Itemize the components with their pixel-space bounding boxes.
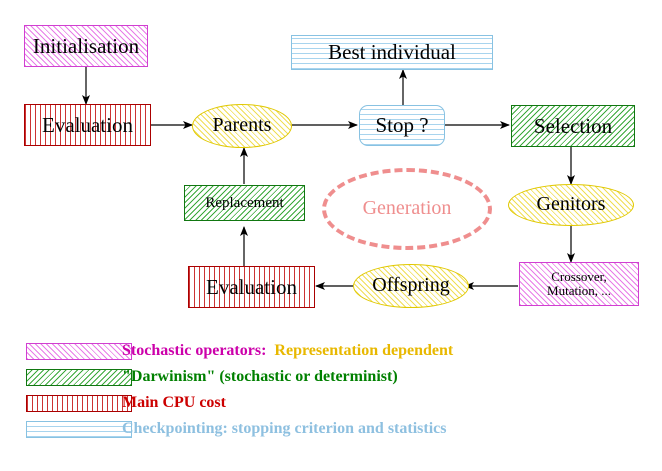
node-evaluation-top-label: Evaluation	[42, 112, 133, 137]
legend-row-darwinism: "Darwinism" (stochastic or determinist)	[0, 364, 662, 390]
legend-text-primary: Stochastic operators:	[122, 342, 267, 359]
node-selection-label: Selection	[533, 113, 613, 138]
legend-row-main-cpu-cost: Main CPU cost	[0, 390, 662, 416]
node-stop-label: Stop ?	[375, 113, 429, 138]
node-initialisation[interactable]: Initialisation	[24, 25, 148, 67]
node-crossover-mutation[interactable]: Crossover, Mutation, ...	[519, 262, 639, 306]
legend-label-darwinism: "Darwinism" (stochastic or determinist)	[122, 368, 398, 386]
node-selection[interactable]: Selection	[511, 105, 635, 147]
node-evaluation-bottom[interactable]: Evaluation	[188, 266, 315, 308]
node-evaluation-top[interactable]: Evaluation	[24, 104, 151, 146]
node-parents-label: Parents	[212, 114, 272, 137]
node-evaluation-bottom-label: Evaluation	[206, 274, 297, 299]
node-replacement-label: Replacement	[205, 194, 284, 211]
legend-swatch-magenta-diagonal-hatch	[26, 342, 132, 360]
node-offspring-label: Offspring	[372, 274, 450, 297]
legend-text-primary: "Darwinism" (stochastic or determinist)	[122, 368, 398, 385]
legend-swatch-blue-horizontal-hatch	[26, 420, 132, 438]
node-parents[interactable]: Parents	[192, 104, 292, 148]
node-genitors[interactable]: Genitors	[508, 184, 634, 226]
node-generation-label: Generation	[362, 197, 452, 220]
legend-swatch-red-vertical-hatch	[26, 394, 132, 412]
node-best-individual[interactable]: Best individual	[291, 35, 493, 70]
legend-label-stochastic-operators: Stochastic operators: Representation dep…	[122, 342, 453, 360]
node-generation-loop: Generation	[322, 168, 492, 250]
node-stop[interactable]: Stop ?	[359, 105, 445, 146]
legend-label-main-cpu-cost: Main CPU cost	[122, 394, 226, 412]
legend-row-checkpointing: Checkpointing: stopping criterion and st…	[0, 416, 662, 442]
legend: Stochastic operators: Representation dep…	[0, 338, 662, 442]
legend-text-primary: Checkpointing: stopping criterion and st…	[122, 420, 447, 437]
legend-text-secondary: Representation dependent	[266, 342, 454, 359]
legend-row-stochastic-operators: Stochastic operators: Representation dep…	[0, 338, 662, 364]
legend-text-primary: Main CPU cost	[122, 394, 226, 411]
node-crossover-mutation-label: Crossover, Mutation, ...	[547, 268, 611, 298]
legend-swatch-green-diagonal-hatch	[26, 368, 132, 386]
node-genitors-label: Genitors	[536, 193, 606, 216]
node-replacement[interactable]: Replacement	[184, 185, 305, 221]
legend-label-checkpointing: Checkpointing: stopping criterion and st…	[122, 420, 446, 438]
node-best-individual-label: Best individual	[328, 40, 456, 65]
node-initialisation-label: Initialisation	[32, 33, 140, 58]
node-offspring[interactable]: Offspring	[353, 264, 469, 308]
